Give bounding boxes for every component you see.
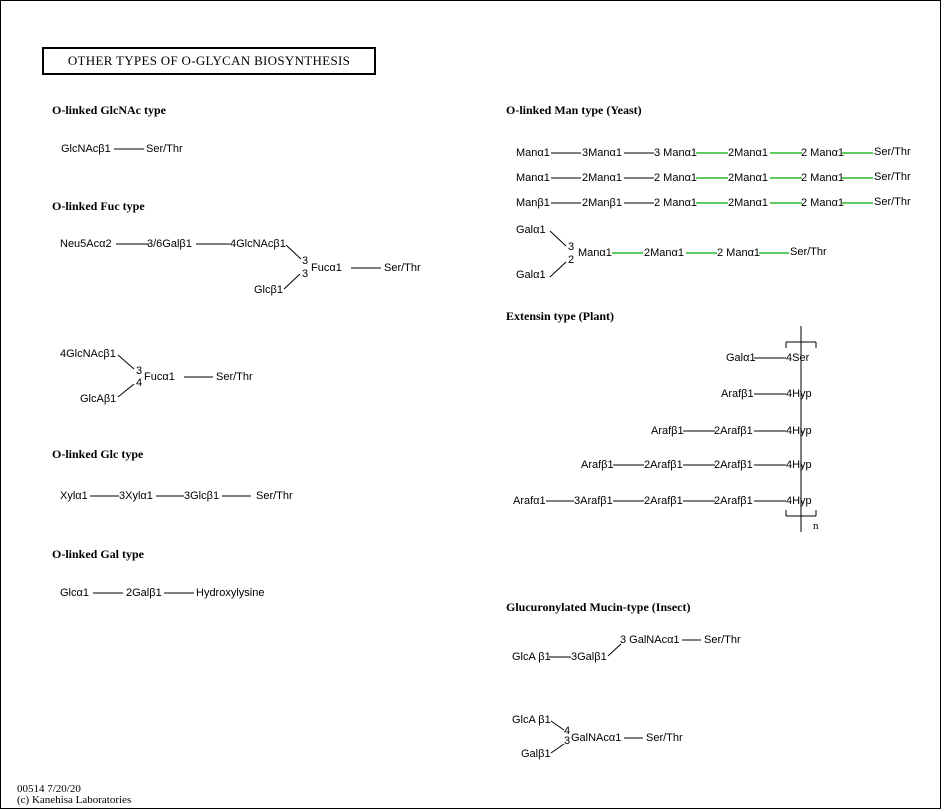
- glycan-node[interactable]: Ser/Thr: [874, 196, 911, 208]
- glycan-node[interactable]: 4GlcNAcβ1: [60, 348, 116, 360]
- glycan-node[interactable]: Arafβ1: [581, 459, 614, 471]
- glycan-node[interactable]: Ser/Thr: [704, 634, 741, 646]
- glycan-node[interactable]: 4Ser: [786, 352, 810, 364]
- heading-mucin: Glucuronylated Mucin-type (Insect): [506, 600, 691, 614]
- glycan-node[interactable]: Manα1: [516, 147, 550, 159]
- linkage-position: 4: [564, 725, 571, 737]
- heading-gal: O-linked Gal type: [52, 547, 145, 561]
- glycan-node[interactable]: Fucα1: [144, 371, 175, 383]
- glycan-node[interactable]: 3Xylα1: [119, 490, 153, 502]
- glycan-node[interactable]: Ser/Thr: [874, 171, 911, 183]
- glycan-node[interactable]: Ser/Thr: [790, 246, 827, 258]
- glycan-node[interactable]: Ser/Thr: [874, 146, 911, 158]
- glycan-node[interactable]: Arafβ1: [651, 425, 684, 437]
- glycan-node[interactable]: Manβ1: [516, 197, 550, 209]
- heading-glcnac: O-linked GlcNAc type: [52, 103, 166, 117]
- linkage-position: 4: [136, 377, 143, 389]
- glycan-node[interactable]: 2Galβ1: [126, 587, 162, 599]
- glycan-node[interactable]: 2Manα1: [728, 172, 768, 184]
- repeat-count-label: n: [813, 520, 819, 532]
- glycan-node[interactable]: 2Manα1: [728, 147, 768, 159]
- glycan-node[interactable]: Ser/Thr: [256, 490, 293, 502]
- map-id: 00514 7/20/20: [17, 783, 81, 795]
- linkage-position: 3: [568, 241, 575, 253]
- glycan-node[interactable]: 2 Manα1: [717, 247, 761, 259]
- linkage-position: 2: [568, 254, 575, 266]
- glycan-node[interactable]: Galβ1: [521, 748, 551, 760]
- glycan-node[interactable]: Fucα1: [311, 262, 342, 274]
- linkage-position: 3: [564, 735, 571, 747]
- glycan-node[interactable]: 4Hyp: [786, 459, 812, 471]
- glycan-node[interactable]: 2 Manα1: [654, 172, 698, 184]
- glycan-node[interactable]: Manα1: [516, 172, 550, 184]
- glycan-node[interactable]: Glcα1: [60, 587, 89, 599]
- glycan-node[interactable]: Arafα1: [513, 495, 546, 507]
- glycan-node[interactable]: Arafβ1: [721, 388, 754, 400]
- glycosidic-bond: [117, 354, 135, 370]
- glycosidic-bond: [550, 720, 565, 731]
- glycan-node[interactable]: 3 Manα1: [654, 147, 698, 159]
- glycan-node[interactable]: 3Glcβ1: [184, 490, 220, 502]
- glycan-node[interactable]: Glcβ1: [254, 284, 283, 296]
- glycan-node[interactable]: Ser/Thr: [216, 371, 253, 383]
- glycan-node[interactable]: 2Manα1: [644, 247, 684, 259]
- glycosidic-bond: [117, 383, 135, 398]
- glycan-node[interactable]: 3 GalNAcα1: [620, 634, 680, 646]
- glycan-node[interactable]: 4GlcNAcβ1: [230, 238, 286, 250]
- glycan-node[interactable]: Xylα1: [60, 490, 88, 502]
- glycan-node[interactable]: Manα1: [578, 247, 612, 259]
- glycan-node[interactable]: Ser/Thr: [646, 732, 683, 744]
- glycan-node[interactable]: GalNAcα1: [571, 732, 622, 744]
- glycan-node[interactable]: GlcAβ1: [80, 393, 117, 405]
- glycosidic-bond: [550, 743, 565, 754]
- glycan-node[interactable]: 2Manα1: [728, 197, 768, 209]
- glycan-node[interactable]: 4Hyp: [786, 495, 812, 507]
- glycan-node[interactable]: Ser/Thr: [146, 143, 183, 155]
- glycosidic-bond: [283, 273, 301, 290]
- glycan-node[interactable]: 2Arafβ1: [644, 459, 683, 471]
- linkage-position: 3: [136, 365, 143, 377]
- heading-extensin: Extensin type (Plant): [506, 309, 614, 323]
- glycan-node[interactable]: GlcA β1: [512, 651, 551, 663]
- glycan-node[interactable]: Hydroxylysine: [196, 587, 265, 599]
- glycan-node[interactable]: 2Manβ1: [582, 197, 622, 209]
- glycan-node[interactable]: Galα1: [516, 224, 546, 236]
- glycan-node[interactable]: GlcA β1: [512, 714, 551, 726]
- glycan-node[interactable]: 4Hyp: [786, 425, 812, 437]
- heading-fuc: O-linked Fuc type: [52, 199, 145, 213]
- glycan-node[interactable]: 2Arafβ1: [714, 425, 753, 437]
- glycan-node[interactable]: 2Arafβ1: [714, 495, 753, 507]
- glycan-node[interactable]: 2 Manα1: [801, 172, 845, 184]
- glycan-node[interactable]: 4Hyp: [786, 388, 812, 400]
- glycan-node[interactable]: 2Manα1: [582, 172, 622, 184]
- glycan-node[interactable]: Galα1: [516, 269, 546, 281]
- heading-man: O-linked Man type (Yeast): [506, 103, 642, 117]
- glycan-node[interactable]: GlcNAcβ1: [61, 143, 111, 155]
- glycan-node[interactable]: 2 Manα1: [654, 197, 698, 209]
- map-title: OTHER TYPES OF O-GLYCAN BIOSYNTHESIS: [42, 47, 376, 75]
- glycosidic-bond: [549, 261, 567, 278]
- glycan-node[interactable]: 3/6Galβ1: [147, 238, 192, 250]
- heading-glc: O-linked Glc type: [52, 447, 144, 461]
- glycan-node[interactable]: 3Arafβ1: [574, 495, 613, 507]
- glycan-node[interactable]: Ser/Thr: [384, 262, 421, 274]
- glycan-node[interactable]: 2Arafβ1: [644, 495, 683, 507]
- glycan-node[interactable]: 2Arafβ1: [714, 459, 753, 471]
- glycan-node[interactable]: 2 Manα1: [801, 197, 845, 209]
- glycosidic-bond: [607, 643, 622, 657]
- linkage-position: 3: [302, 255, 309, 267]
- glycosidic-bond: [285, 244, 302, 260]
- glycosidic-bond: [549, 230, 567, 247]
- glycan-node[interactable]: 2 Manα1: [801, 147, 845, 159]
- glycan-node[interactable]: Galα1: [726, 352, 756, 364]
- glycan-node[interactable]: Neu5Acα2: [60, 238, 112, 250]
- glycan-node[interactable]: 3Manα1: [582, 147, 622, 159]
- linkage-position: 3: [302, 268, 309, 280]
- glycan-node[interactable]: 3Galβ1: [571, 651, 607, 663]
- copyright: (c) Kanehisa Laboratories: [17, 794, 132, 806]
